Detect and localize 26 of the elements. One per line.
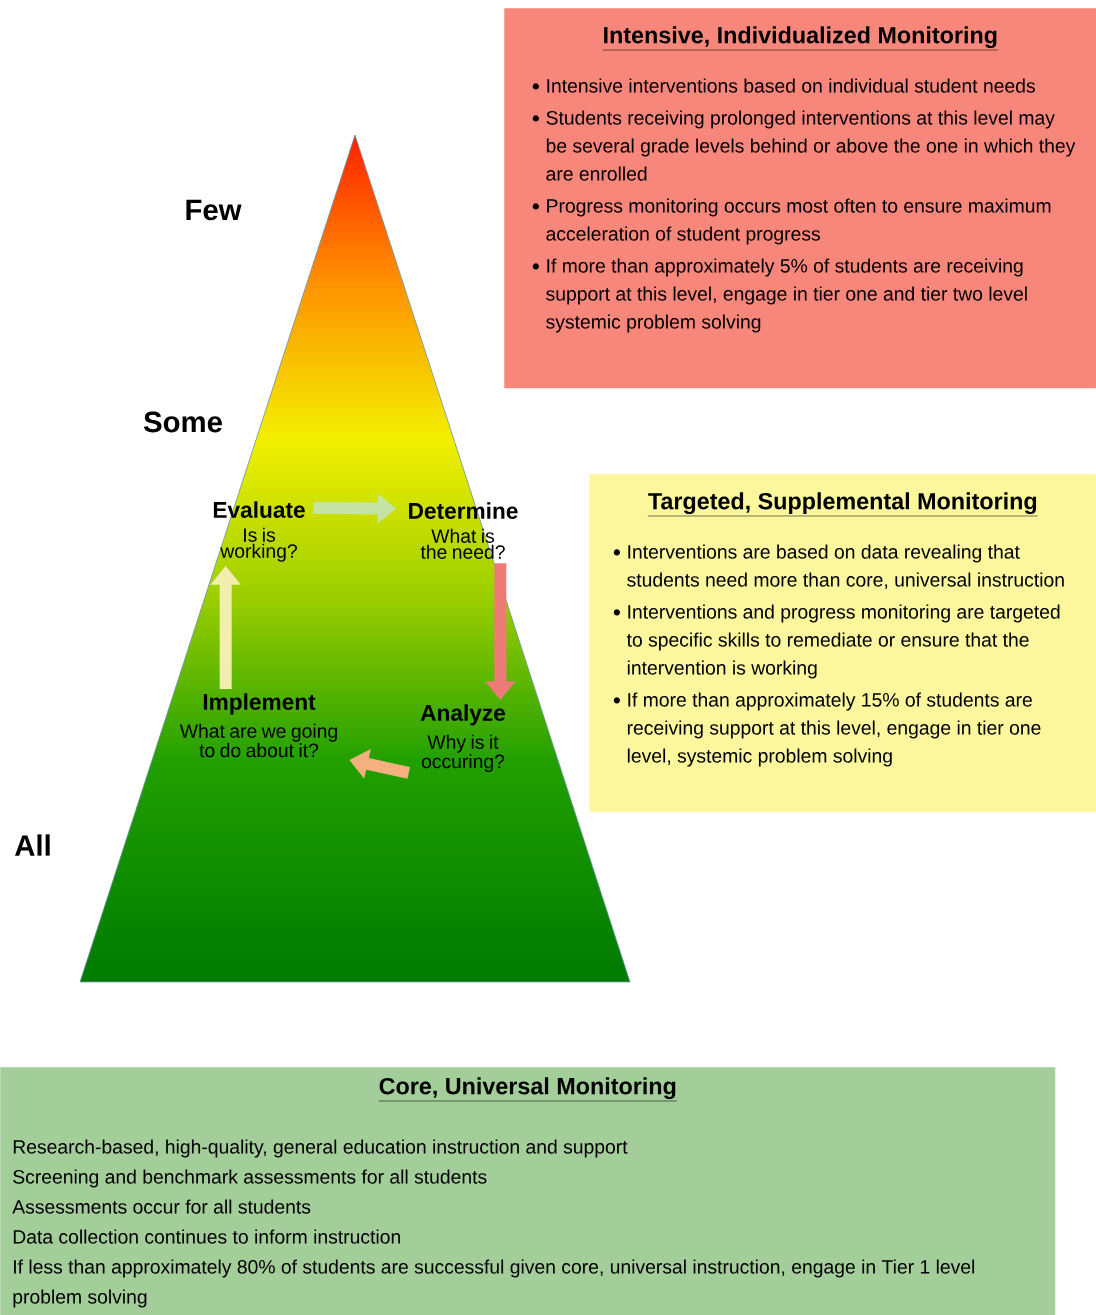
stage-question: Is is working? — [220, 527, 297, 562]
level-label: Few — [186, 199, 242, 221]
stage-title: Analyze — [420, 704, 506, 726]
text-line: If less than approximately 80% of students are successful given core, universal instruction, engage in Tier 1 level problem solving — [13, 1259, 975, 1308]
bullet-text: Intensive interventions based on individual student needs — [547, 78, 1035, 93]
info-box — [589, 474, 1096, 813]
stage-question: Why is it occuring? — [421, 734, 505, 773]
info-box — [504, 8, 1096, 389]
box-heading: Core, Universal Monitoring — [378, 1077, 678, 1102]
bullet-text: If more than approximately 15% of students are receiving support at this level, engage in tier one level, systemic problem solving — [627, 692, 1041, 767]
box-heading: Intensive, Individualized Monitoring — [602, 26, 999, 51]
bullet-text: Progress monitoring occurs most often to ensure maximum acceleration of student progress — [546, 198, 1051, 245]
info-box — [0, 1067, 1056, 1315]
text-line: Data collection continues to inform instruction — [13, 1229, 400, 1244]
stage-question: What are we going to do about it? — [179, 723, 337, 758]
bullet-text: Students receiving prolonged interventions at this level may be several grade levels behind or above the one in which they are enrolled — [546, 110, 1076, 181]
text-line: Screening and benchmark assessments for all students — [13, 1169, 487, 1188]
stage-title: Implement — [203, 693, 316, 715]
bullet-text: Interventions are based on data revealing that students need more than core, universal instruction — [627, 544, 1064, 589]
bullet-text: If more than approximately 5% of students are receiving support at this level, engage in tier one and tier two level systemic problem solving — [546, 258, 1027, 333]
level-label: Some — [143, 411, 222, 433]
box-heading: Targeted, Supplemental Monitoring — [647, 492, 1038, 517]
bullet-text: Interventions and progress monitoring are targeted to specific skills to remediate or ensure that the intervention is working — [626, 604, 1060, 679]
level-label: All — [15, 834, 50, 856]
text-line: Research-based, high-quality, general education instruction and support — [13, 1139, 628, 1158]
text-line: Assessments occur for all students — [12, 1199, 311, 1214]
